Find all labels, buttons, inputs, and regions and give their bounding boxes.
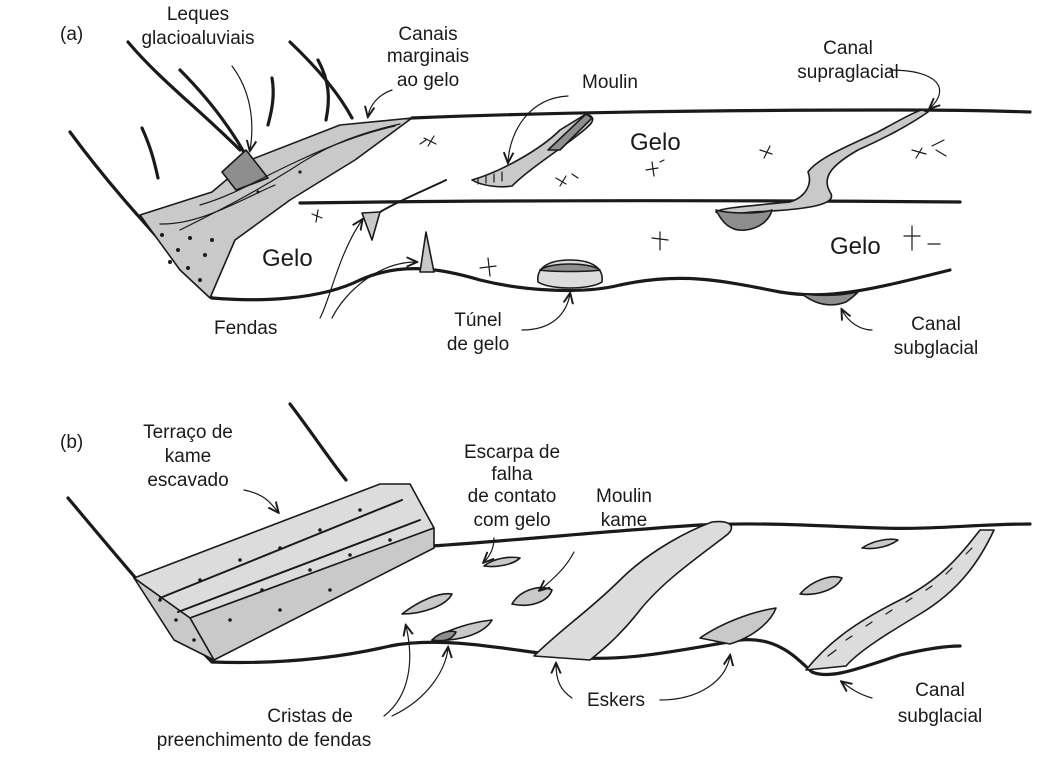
subglacial-channel-fill-b: [806, 530, 994, 670]
arrow-canais: [368, 90, 392, 116]
arrow-tunel: [522, 294, 570, 330]
crevasse-basal-a: [420, 232, 434, 272]
label-cristas-1: Cristas de: [267, 706, 353, 727]
label-escarpa-3: de contato: [468, 486, 557, 507]
label-terraco-2: kame: [165, 446, 211, 467]
label-escarpa-1: Escarpa de: [464, 442, 560, 463]
hill-stream-3: [268, 78, 273, 125]
label-canal-sub-b-1: Canal: [915, 680, 965, 701]
arrow-canal-sub-a: [842, 310, 872, 330]
crevasse-fill-ridge-5: [800, 577, 842, 595]
crevasse-fill-ridge-3: [484, 557, 520, 566]
crevasse-surface-a: [362, 212, 380, 240]
arrow-eskers-1: [556, 664, 572, 698]
label-canal-supra-2: supraglacial: [797, 62, 898, 83]
label-canal-sub-a-1: Canal: [911, 314, 961, 335]
arrow-canal-sub-b: [842, 682, 872, 698]
labels-a: (a) Leques glacioaluviais Canais margina…: [60, 4, 978, 359]
label-tunel-2: de gelo: [447, 334, 509, 355]
label-canais-2: marginais: [387, 46, 469, 67]
esker-1: [534, 522, 731, 660]
label-fendas: Fendas: [214, 318, 277, 339]
label-canais-1: Canais: [398, 24, 457, 45]
label-canais-3: ao gelo: [397, 70, 459, 91]
supraglacial-channel-base-a: [716, 210, 772, 230]
label-moulin-kame-2: kame: [601, 510, 647, 531]
label-canal-sub-b-2: subglacial: [898, 706, 983, 727]
label-moulin-kame-1: Moulin: [596, 486, 652, 507]
label-gelo-top: Gelo: [630, 129, 681, 156]
crevasse-fill-ridge-4: [862, 539, 898, 548]
label-terraco-3: escavado: [147, 470, 228, 491]
panel-b-tag: (b): [60, 432, 83, 453]
supraglacial-channel-a: [716, 110, 928, 214]
label-terraco-1: Terraço de: [143, 422, 233, 443]
label-canal-supra-1: Canal: [823, 38, 873, 59]
arrow-cristas-2: [392, 648, 448, 716]
label-tunel-1: Túnel: [454, 310, 502, 331]
label-gelo-left: Gelo: [262, 245, 313, 272]
hill-stream-2: [142, 128, 158, 178]
label-escarpa-2: falha: [491, 464, 533, 485]
panel-a-tag: (a): [60, 24, 83, 45]
arrow-moulin-kame: [540, 552, 574, 590]
panel-a: [70, 42, 1030, 330]
hill-ridge-b: [290, 404, 346, 480]
label-canal-sub-a-2: subglacial: [894, 338, 979, 359]
esker-2: [700, 608, 776, 644]
arrow-terraco: [244, 490, 278, 512]
label-cristas-2: preenchimento de fendas: [157, 730, 371, 751]
hill-ridge-3: [290, 42, 352, 118]
label-escarpa-4: com gelo: [473, 510, 550, 531]
arrow-cristas-1: [384, 626, 410, 716]
label-moulin: Moulin: [582, 72, 638, 93]
label-leques-2: glacioaluviais: [141, 28, 254, 49]
arrow-eskers-2: [660, 656, 730, 700]
label-gelo-right: Gelo: [830, 233, 881, 260]
label-eskers: Eskers: [587, 690, 645, 711]
hill-stream-1: [318, 60, 328, 120]
label-leques-1: Leques: [167, 4, 229, 25]
moulin-kame-b: [512, 588, 552, 606]
ice-surface-upper-a: [412, 110, 1030, 118]
crevasse-fill-ridge-1: [402, 594, 452, 614]
